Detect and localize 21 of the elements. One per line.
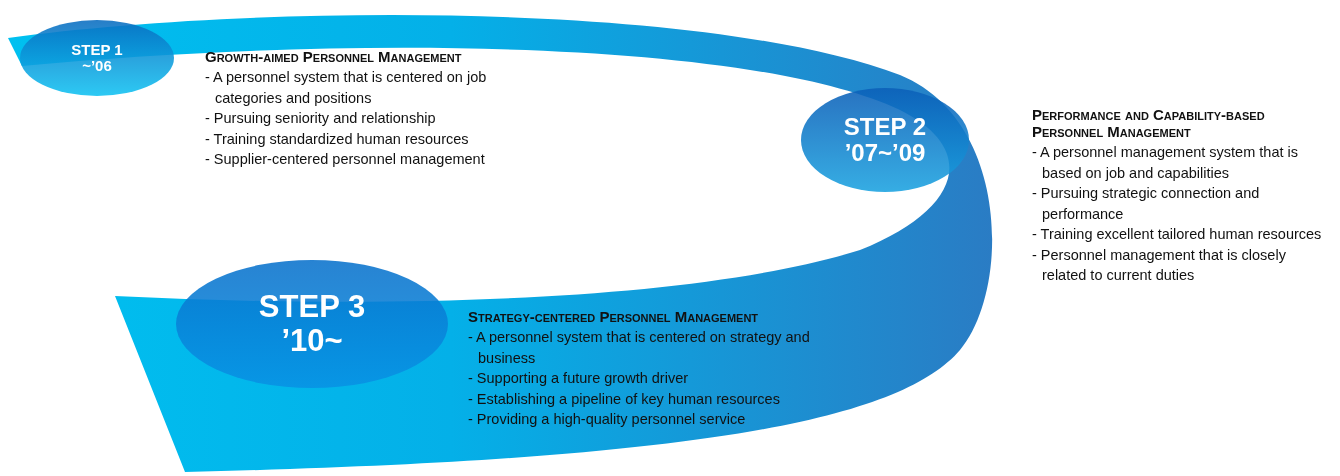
section-heading: Growth-aimed Personnel Management <box>205 48 463 65</box>
section-heading: Strategy-centered Personnel Management <box>468 308 760 325</box>
bullet-item: - Training excellent tailored human resources <box>1032 225 1323 244</box>
step-ellipse <box>801 88 969 192</box>
bullet-item: - Establishing a pipeline of key human resources <box>468 389 781 409</box>
bullet-item: - Providing a high-quality personnel service <box>468 410 747 429</box>
section-heading: Performance and Capability-based Personnel Management <box>1032 106 1266 140</box>
bullet-item: - A personnel management system that is based on job and capabilities <box>1032 143 1299 183</box>
step-ellipse <box>20 20 174 96</box>
step-label: STEP 3 ’10~ <box>257 289 367 359</box>
bullet-item: - A personnel system that is centered on job categories and positions <box>205 68 488 108</box>
bullet-item: - Training standardized human resources <box>205 129 470 149</box>
bullet-item: - A personnel system that is centered on strategy and business <box>468 328 811 368</box>
bullet-item: - Pursuing strategic connection and performance <box>1032 184 1261 224</box>
bullet-item: - Personnel management that is closely related to current duties <box>1032 245 1287 285</box>
bullet-item: - Supporting a future growth driver <box>468 369 690 388</box>
step-label: STEP 1 ~’06 <box>70 41 124 75</box>
step-label: STEP 2 ’07~’09 <box>843 113 927 167</box>
bullet-item: - Pursuing seniority and relationship <box>205 109 437 128</box>
step-ellipse <box>176 260 448 388</box>
bullet-item: - Supplier-centered personnel management <box>205 150 486 169</box>
